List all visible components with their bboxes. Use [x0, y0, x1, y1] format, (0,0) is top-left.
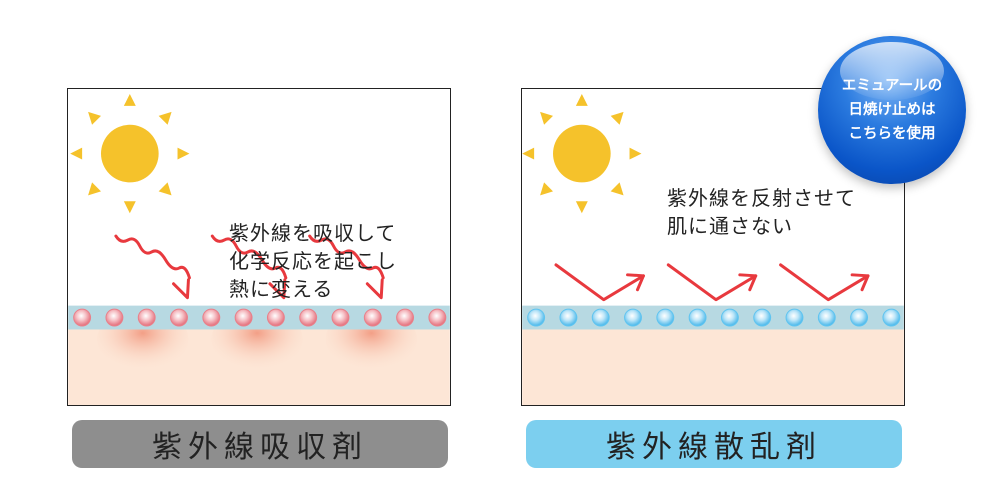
sun-icon — [70, 93, 190, 214]
particle — [785, 308, 804, 327]
particle — [688, 308, 707, 327]
particle — [753, 308, 772, 327]
reflect-arrow — [779, 263, 870, 302]
arrowhead — [626, 273, 645, 292]
sun-icon — [522, 93, 642, 214]
particle — [428, 308, 447, 327]
uv-wave-arrow — [210, 234, 288, 280]
caption-line: 化学反応を起こし — [229, 249, 397, 273]
arrowhead — [268, 278, 287, 300]
particle — [363, 308, 382, 327]
uv-absorber-panel: 紫外線を吸収して 化学反応を起こし 熱に変える — [67, 88, 451, 406]
particle — [850, 308, 869, 327]
particle — [202, 308, 221, 327]
particle — [170, 308, 188, 327]
particle — [527, 308, 546, 327]
absorber-caption: 紫外線を吸収して 化学反応を起こし 熱に変える — [229, 219, 397, 303]
scatter-particles — [527, 308, 901, 327]
particle — [656, 308, 675, 327]
reflect-arrow — [554, 263, 645, 302]
arrowhead — [172, 278, 190, 300]
uv-scatter-illustration — [522, 93, 904, 405]
uv-absorber-label: 紫外線吸収剤 — [72, 420, 448, 468]
particle — [266, 308, 285, 327]
absorber-particles — [73, 308, 447, 327]
particle — [591, 308, 610, 327]
particle — [720, 308, 739, 327]
scatter-caption: 紫外線を反射させて 肌に通さない — [667, 184, 856, 240]
badge-line: エミュアールの — [841, 78, 943, 94]
sunscreen-layer — [68, 305, 450, 330]
particle — [559, 308, 578, 327]
particle — [624, 308, 642, 327]
badge-line: 日焼け止めは — [848, 102, 936, 118]
product-badge[interactable]: エミュアールの 日焼け止めは こちらを使用 — [818, 36, 966, 184]
particle — [331, 308, 350, 327]
caption-line: 熱に変える — [229, 277, 334, 301]
uv-wave-arrow — [308, 234, 385, 280]
particle — [105, 308, 124, 327]
particle — [137, 308, 156, 327]
particle — [817, 308, 836, 327]
particle — [73, 308, 92, 327]
particle — [882, 308, 901, 327]
caption-line: 紫外線を反射させて — [667, 186, 856, 210]
reflect-arrow — [666, 263, 758, 302]
sunscreen-layer — [522, 305, 904, 330]
caption-line: 肌に通さない — [667, 214, 793, 238]
uv-absorber-illustration — [68, 93, 450, 405]
badge-line: こちらを使用 — [848, 126, 936, 142]
arrowhead — [365, 278, 384, 300]
arrowhead — [850, 273, 870, 292]
particle — [234, 308, 253, 327]
particle — [299, 308, 318, 327]
uv-wave-arrow — [114, 234, 191, 280]
skin-layer — [522, 317, 904, 405]
caption-line: 紫外線を吸収して — [229, 221, 397, 245]
uv-scatter-label: 紫外線散乱剤 — [526, 420, 902, 468]
arrowhead — [738, 273, 758, 292]
particle — [396, 308, 415, 327]
